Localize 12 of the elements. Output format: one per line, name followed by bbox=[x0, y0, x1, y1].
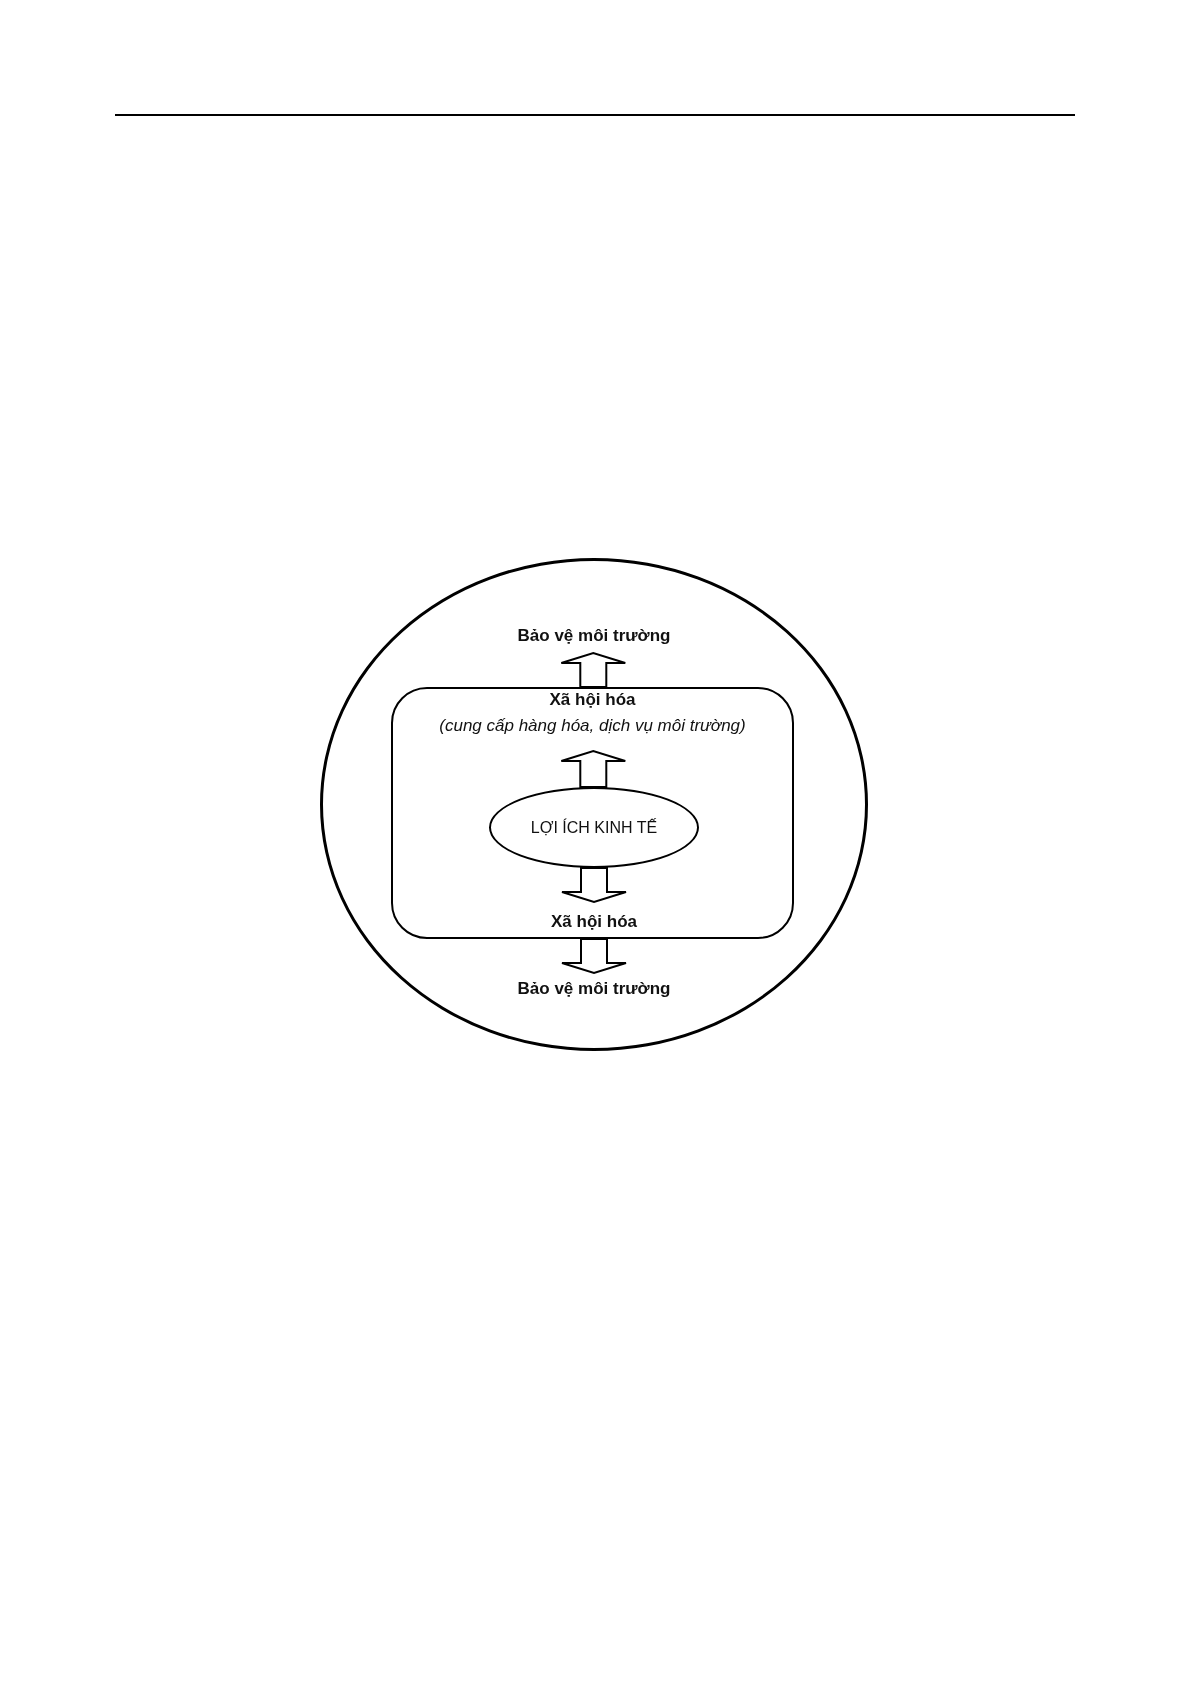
inner-frame bbox=[391, 687, 794, 939]
node-label: Xã hội hóa bbox=[551, 911, 637, 933]
block-arrow bbox=[560, 651, 627, 688]
group-subtitle: (cung cấp hàng hóa, dịch vụ môi trường) bbox=[439, 715, 746, 737]
block-arrow bbox=[561, 867, 627, 904]
ellipse-node: LỢI ÍCH KINH TẾ bbox=[489, 787, 699, 868]
outer-circle bbox=[320, 558, 868, 1051]
group-heading: Xã hội hóa bbox=[549, 689, 636, 711]
block-arrow bbox=[560, 749, 627, 788]
block-arrow bbox=[561, 938, 627, 975]
node-label: Bảo vệ môi trường bbox=[517, 978, 671, 1000]
node-label: Bảo vệ môi trường bbox=[517, 625, 671, 647]
